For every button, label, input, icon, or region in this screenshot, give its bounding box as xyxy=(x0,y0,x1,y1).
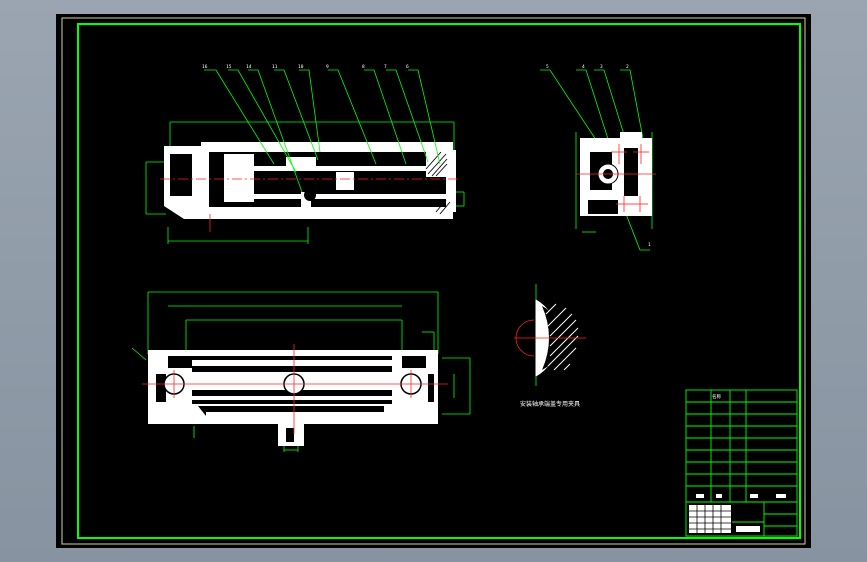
top-balloon-7: 7 xyxy=(384,64,387,70)
section-view: 安装轴承端盖专用夹具 xyxy=(514,284,586,408)
side-view-balloons: 5 4 3 2 xyxy=(546,64,629,70)
top-balloon-9: 9 xyxy=(326,64,329,70)
title-block-grid xyxy=(689,505,731,533)
plan-view xyxy=(131,291,471,452)
side-balloon-4: 4 xyxy=(582,64,585,70)
top-view xyxy=(145,69,465,244)
top-balloon-6: 6 xyxy=(406,64,409,70)
side-balloon-2: 2 xyxy=(626,64,629,70)
title-block-marks xyxy=(696,494,786,532)
title-block-grid-lines xyxy=(689,505,731,533)
outer-frame xyxy=(61,17,806,545)
top-balloon-16: 16 xyxy=(202,64,208,70)
inner-frame xyxy=(77,23,801,539)
title-name-label: 名称 xyxy=(712,393,721,400)
drawing-sheet: 安装轴承端盖专用夹具 名 xyxy=(56,14,811,548)
cad-drawing: 安装轴承端盖专用夹具 名 xyxy=(61,17,806,545)
top-balloon-15: 15 xyxy=(226,64,232,70)
top-balloon-14: 14 xyxy=(246,64,252,70)
title-block xyxy=(685,389,798,537)
side-balloon-3: 3 xyxy=(600,64,603,70)
top-balloon-11: 11 xyxy=(272,64,278,70)
side-view xyxy=(540,69,656,251)
side-balloon-5: 5 xyxy=(546,64,549,70)
top-balloon-10: 10 xyxy=(298,64,304,70)
section-caption: 安装轴承端盖专用夹具 xyxy=(520,400,580,408)
top-view-balloons: 16 15 14 11 10 9 8 7 6 xyxy=(202,64,409,70)
side-balloon-bottom: 1 xyxy=(648,242,651,248)
top-balloon-8: 8 xyxy=(362,64,365,70)
